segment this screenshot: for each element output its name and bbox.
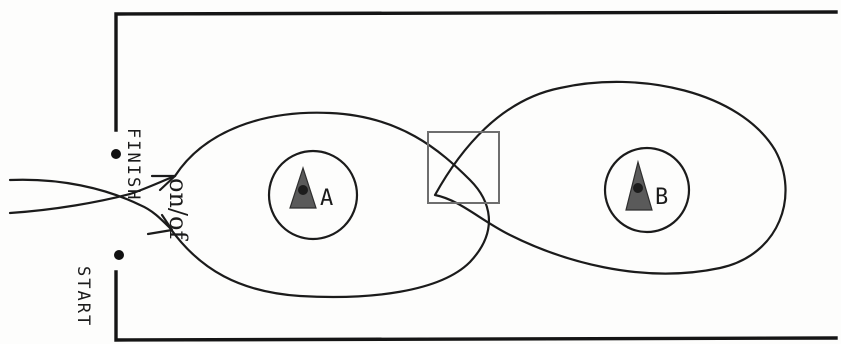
arena-bottom-boundary — [116, 272, 836, 340]
circle-a — [269, 151, 357, 239]
cone-b-label: B — [655, 185, 668, 210]
cone-a-dot — [298, 185, 308, 195]
start-label: START — [73, 266, 93, 327]
arena-top-boundary — [116, 12, 836, 130]
circle-b — [605, 148, 689, 232]
crossover-box — [428, 132, 499, 203]
on-off-label: on/of — [164, 178, 192, 241]
finish-gate-post — [111, 149, 121, 159]
finish-label: FINISH — [123, 128, 143, 201]
start-gate-post — [114, 250, 124, 260]
figure-eight-right-loop — [435, 82, 786, 274]
cone-a-label: A — [320, 186, 333, 211]
cone-b-dot — [633, 183, 643, 193]
entry-path-lower — [10, 176, 175, 213]
